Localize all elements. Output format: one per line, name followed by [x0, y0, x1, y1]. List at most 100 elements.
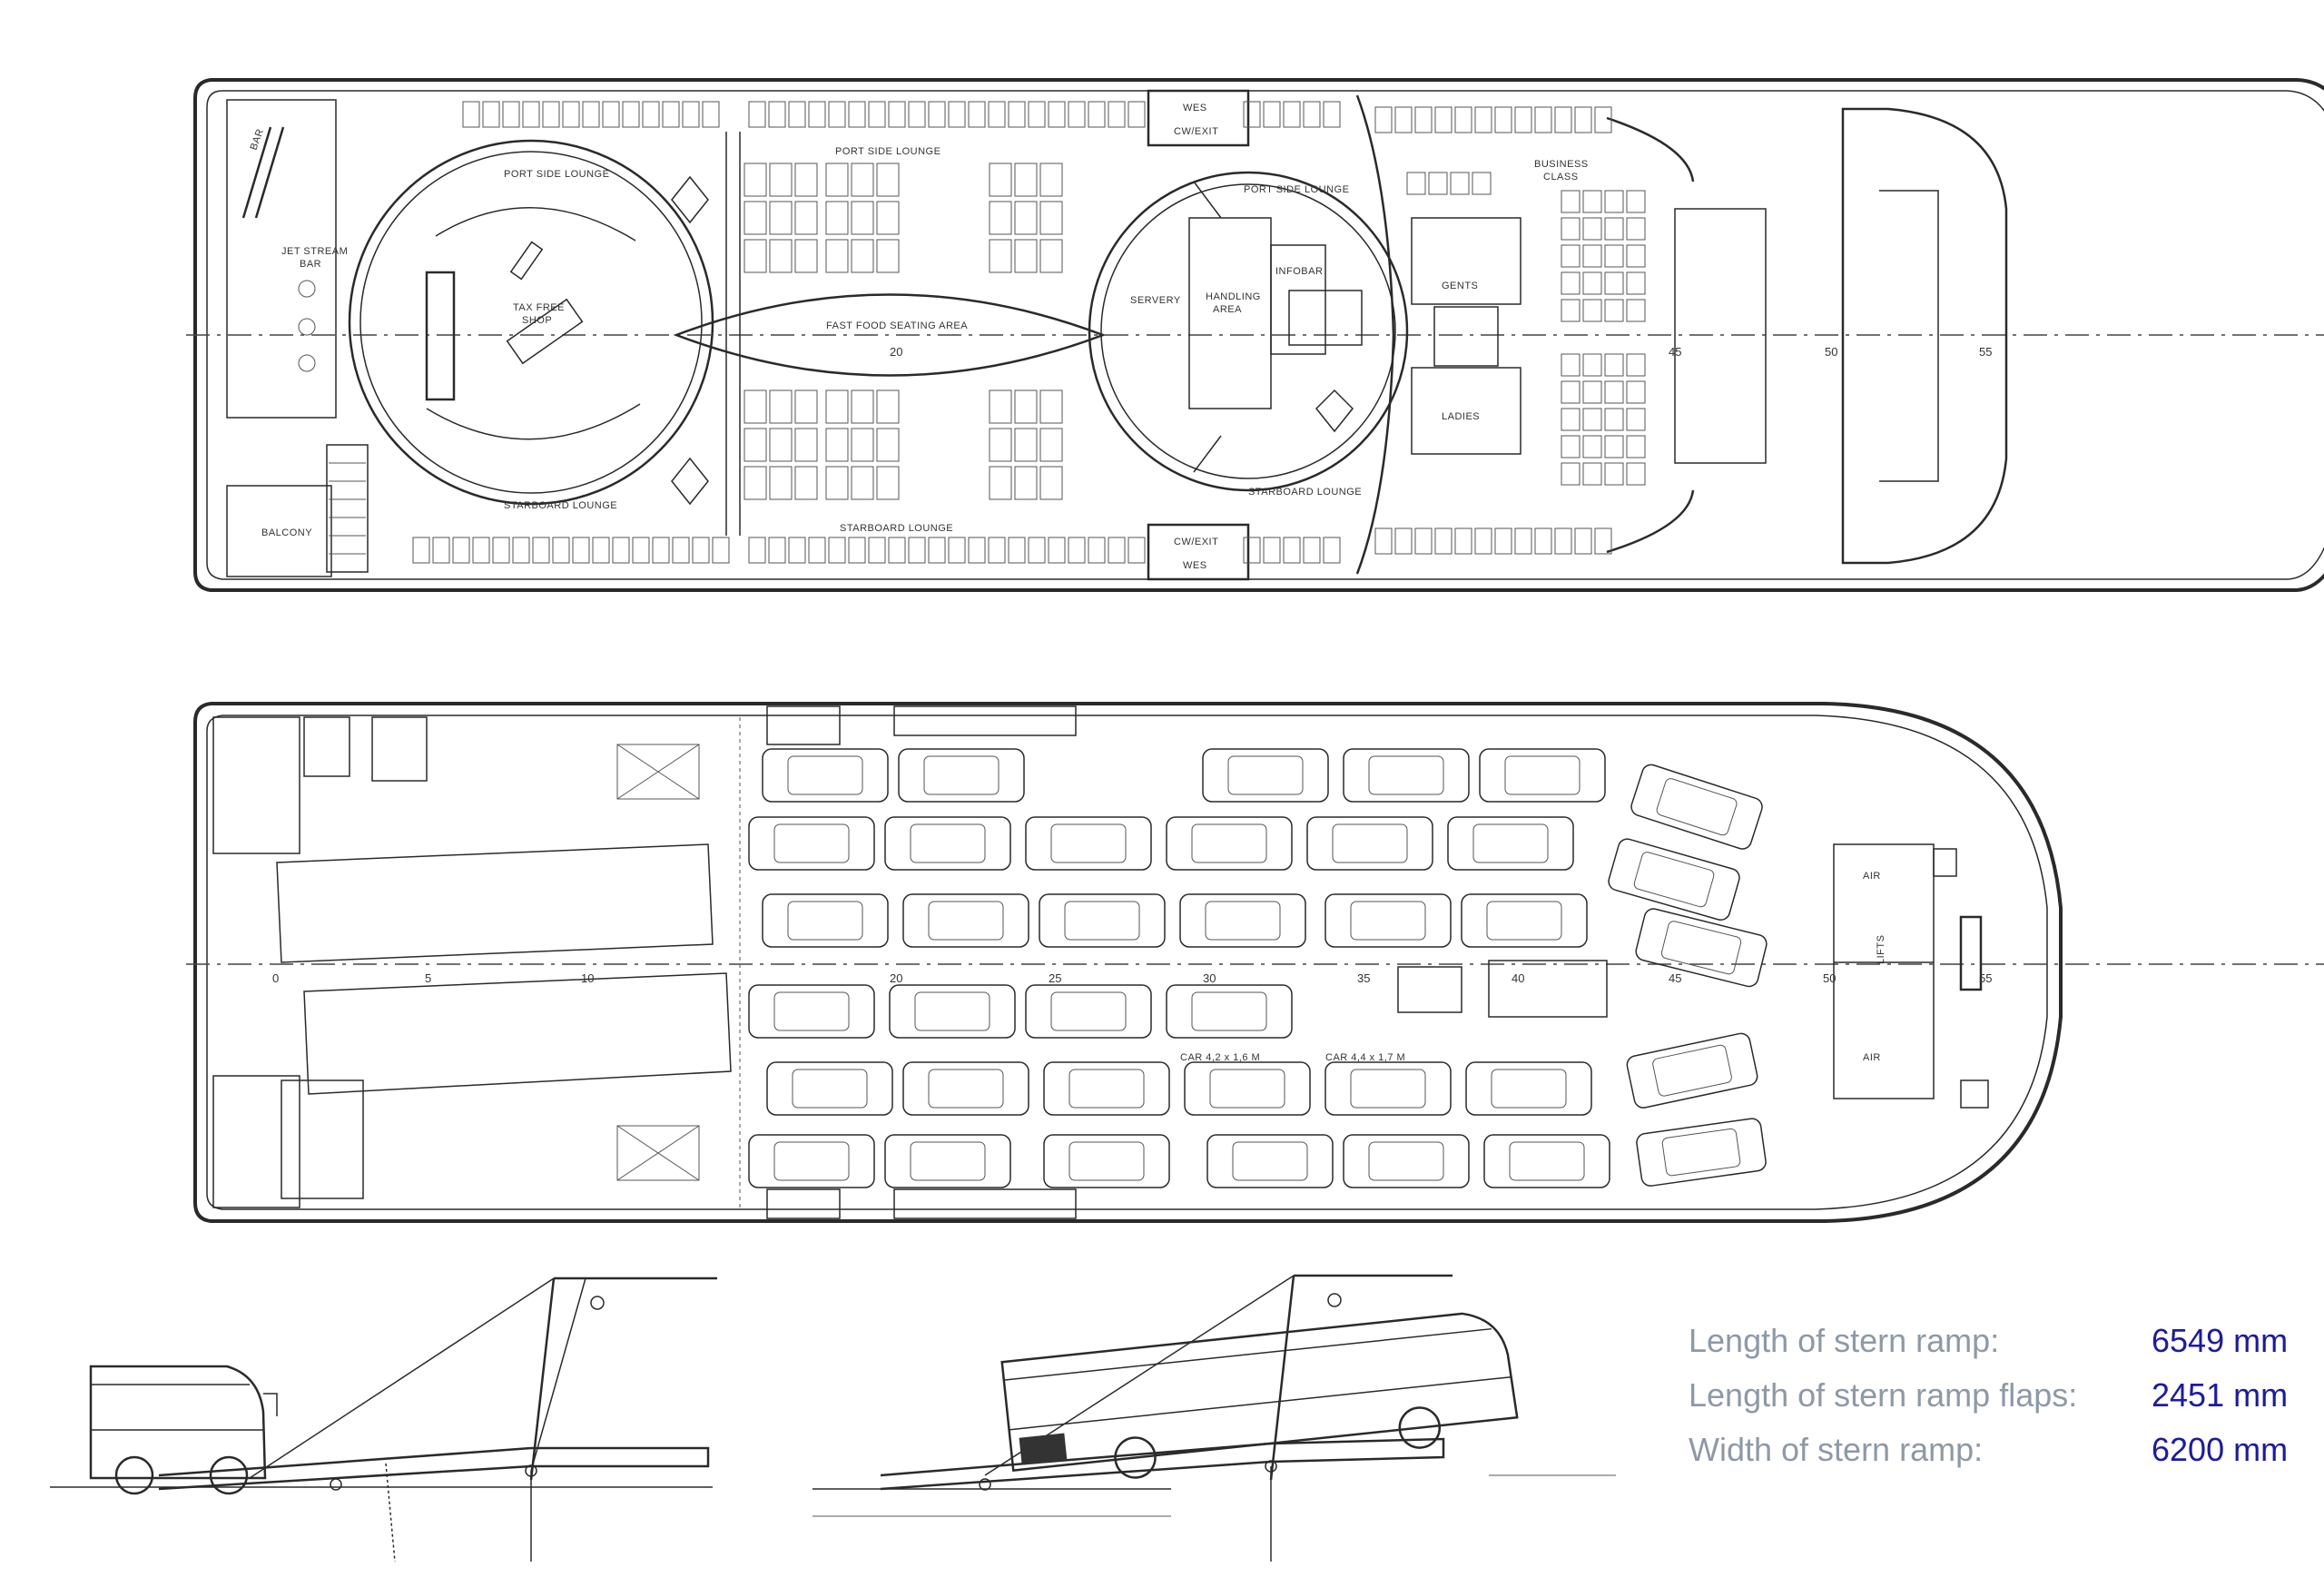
- seat: [502, 101, 520, 128]
- seat: [1128, 537, 1146, 564]
- car: [1343, 1134, 1470, 1188]
- bow-ramp-room: [1833, 843, 1935, 1099]
- business-seat: [1561, 190, 1581, 213]
- aft-machinery: [212, 716, 300, 854]
- business-class-seating: [1406, 172, 1646, 486]
- seat: [622, 101, 640, 128]
- label-cw-exit-bottom: CW/EXIT: [1174, 537, 1218, 547]
- business-seat: [1450, 172, 1470, 195]
- car-frame-30: 30: [1203, 971, 1216, 985]
- seat: [1028, 537, 1046, 564]
- business-seat: [1582, 380, 1602, 404]
- bow-fitting: [1960, 1079, 1989, 1109]
- label-tax-free: TAX FREE: [513, 302, 565, 313]
- seat: [988, 101, 1006, 128]
- ramp-side-view-1: [50, 1276, 717, 1562]
- business-seat: [1428, 172, 1448, 195]
- seat: [682, 101, 700, 128]
- aft-locker: [303, 716, 350, 777]
- business-seat: [1428, 172, 1448, 195]
- car: [1043, 1134, 1170, 1188]
- seat: [1394, 106, 1413, 133]
- seat-block: [989, 239, 1012, 273]
- seat-block: [1014, 389, 1038, 424]
- business-seat: [1626, 217, 1646, 241]
- business-seat: [1450, 172, 1470, 195]
- seat-block: [825, 466, 849, 500]
- car-side-room: [766, 705, 841, 745]
- car: [1447, 816, 1574, 871]
- spec-row-ramp-length: Length of stern ramp: 6549 mm: [1689, 1314, 2288, 1368]
- seat-block: [876, 201, 900, 235]
- car: [1479, 748, 1606, 803]
- business-seat: [1561, 299, 1581, 322]
- seat: [808, 537, 826, 564]
- bow-inner: [1879, 190, 1939, 482]
- label-fast-food: FAST FOOD SEATING AREA: [826, 320, 968, 331]
- seat: [1048, 537, 1066, 564]
- seat: [1454, 527, 1472, 555]
- business-seat: [1582, 353, 1602, 377]
- business-seat: [1561, 217, 1581, 241]
- seat: [602, 101, 620, 128]
- seat-block: [1039, 428, 1063, 462]
- business-seat: [1626, 353, 1646, 377]
- car: [1636, 1118, 1767, 1187]
- business-seat: [1604, 299, 1624, 322]
- entry-line: [1193, 181, 1222, 219]
- seat-block: [1039, 466, 1063, 500]
- aft-locker: [371, 716, 428, 782]
- lift-stairs: [1488, 960, 1608, 1018]
- business-seat: [1472, 172, 1492, 195]
- seat: [1088, 537, 1106, 564]
- label-handling-area: AREA: [1213, 304, 1242, 315]
- label-starboard-lounge-1: STARBOARD LOUNGE: [504, 500, 617, 511]
- handling-area-room: [1270, 244, 1326, 355]
- label-port-lounge-2: PORT SIDE LOUNGE: [835, 146, 940, 157]
- seat-block: [851, 239, 874, 273]
- car: [1608, 838, 1740, 922]
- seat: [868, 537, 886, 564]
- seat: [1303, 101, 1321, 128]
- car: [748, 984, 875, 1039]
- seat-block: [851, 389, 874, 424]
- seat-block: [1039, 389, 1063, 424]
- seat: [1394, 527, 1413, 555]
- car-hull-inner: [206, 715, 2048, 1210]
- business-seat: [1406, 172, 1426, 195]
- seat-block: [989, 201, 1012, 235]
- seat-block: [1014, 466, 1038, 500]
- label-tax-free-shop: SHOP: [522, 315, 552, 326]
- car: [762, 748, 889, 803]
- label-handling: HANDLING: [1206, 291, 1261, 302]
- seat-block: [851, 466, 874, 500]
- seat-block: [769, 428, 793, 462]
- seat: [1434, 527, 1452, 555]
- seat: [928, 101, 946, 128]
- seat: [522, 101, 540, 128]
- seat: [1283, 101, 1301, 128]
- car-frame-35: 35: [1357, 971, 1370, 985]
- label-infobar: INFOBAR: [1275, 266, 1323, 277]
- label-air-1: AIR: [1863, 871, 1881, 882]
- seat: [908, 537, 926, 564]
- fast-food-lens: [673, 293, 1107, 377]
- seat-block: [769, 466, 793, 500]
- seat: [1574, 527, 1592, 555]
- ramp-spec-table: Length of stern ramp: 6549 mm Length of …: [1689, 1314, 2288, 1477]
- seat-block: [769, 239, 793, 273]
- business-seat: [1561, 353, 1581, 377]
- business-seat: [1626, 271, 1646, 295]
- seat-block: [825, 201, 849, 235]
- lift-room: [1397, 966, 1462, 1013]
- car: [1306, 816, 1433, 871]
- business-seat: [1582, 244, 1602, 268]
- ladies-toilet: [1411, 367, 1521, 455]
- seat: [1494, 527, 1512, 555]
- seat: [542, 101, 560, 128]
- car-frame-40: 40: [1512, 971, 1524, 985]
- seat-block: [876, 466, 900, 500]
- car-deck-plan: AIR AIR LIFTS CAR 4,2 x 1,6 M CAR 4,4 x …: [186, 702, 2324, 1223]
- seat: [532, 537, 550, 564]
